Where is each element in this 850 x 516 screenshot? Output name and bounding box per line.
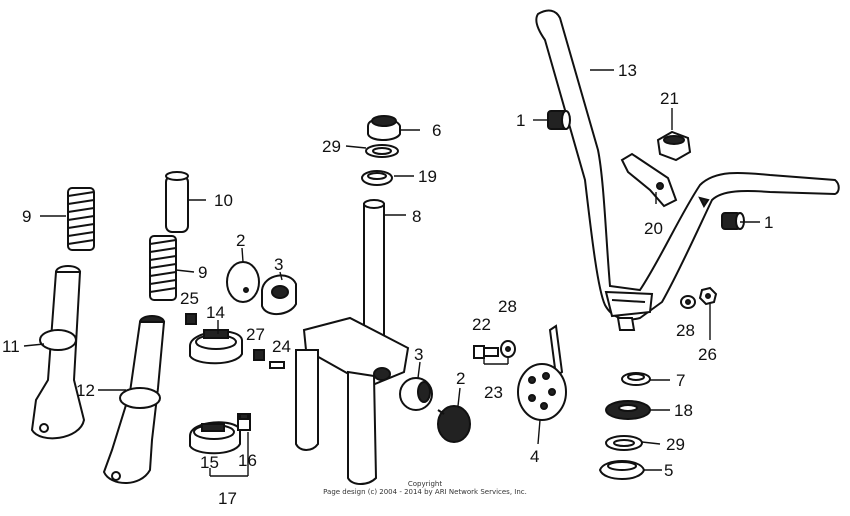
nut-16: [237, 413, 251, 431]
callout-5: 5: [664, 461, 673, 480]
callout-25: 25: [180, 289, 199, 308]
clamp-upper: [189, 329, 243, 365]
reflector-bracket-lower: [399, 377, 433, 411]
grip-left: [547, 110, 571, 130]
callout-3-upper: 3: [274, 255, 283, 274]
bolt-27: [253, 349, 265, 361]
callout-28-center: 28: [498, 297, 517, 316]
callout-17: 17: [218, 489, 237, 508]
callout-27: 27: [246, 325, 265, 344]
bracket: [620, 152, 678, 208]
callout-9-right: 9: [198, 263, 207, 282]
reflector-upper: [226, 261, 260, 303]
washer-right: [680, 295, 696, 309]
lower-cone-race: [621, 372, 651, 386]
callout-22: 22: [472, 315, 491, 334]
callout-29-bottom: 29: [666, 435, 685, 454]
callout-1-left-grip: 1: [516, 111, 525, 130]
callout-18: 18: [674, 401, 693, 420]
reflector-bracket-upper: [261, 274, 297, 315]
steering-stem: [295, 199, 410, 485]
callout-11: 11: [2, 337, 20, 356]
top-cone-race: [367, 115, 401, 141]
copyright-line-1: Copyright: [408, 480, 442, 488]
copyright-line-2: Page design (c) 2004 - 2014 by ARI Netwo…: [323, 488, 527, 496]
callout-26: 26: [698, 345, 717, 364]
callout-2-lower: 2: [456, 369, 465, 388]
callout-8: 8: [412, 207, 421, 226]
bolt-22: [473, 345, 499, 359]
nut-right: [698, 286, 718, 306]
upper-ball-race: [365, 144, 399, 158]
callout-24: 24: [272, 337, 291, 356]
washer-28: [500, 340, 516, 358]
callout-2-upper: 2: [236, 231, 245, 250]
clamp-lower: [189, 421, 241, 455]
fork-leg-right: [102, 315, 166, 484]
callout-29-top: 29: [322, 137, 341, 156]
leader-lines: [23, 69, 760, 477]
grip-right: [721, 212, 745, 230]
callout-1-right-grip: 1: [764, 213, 773, 232]
callout-23: 23: [484, 383, 503, 402]
handlebar-nut: [656, 130, 692, 162]
bolt-25: [185, 313, 197, 325]
callout-14: 14: [206, 303, 225, 322]
callout-7: 7: [676, 371, 685, 390]
dust-seal-lower: [605, 400, 651, 420]
headlight-bracket: [517, 324, 567, 421]
lower-ball-race: [605, 435, 643, 451]
callout-20: 20: [644, 219, 663, 238]
fork-spring-right: [149, 235, 177, 301]
fork-spring-left: [67, 187, 95, 251]
callout-6: 6: [432, 121, 441, 140]
callout-3-lower: 3: [414, 345, 423, 364]
screw-24: [269, 361, 285, 369]
dust-seal: [361, 170, 393, 186]
callout-21: 21: [660, 89, 679, 108]
callout-9-left: 9: [22, 207, 31, 226]
callout-13: 13: [618, 61, 637, 80]
callout-19: 19: [418, 167, 437, 186]
callout-28-right: 28: [676, 321, 695, 340]
fork-leg-left: [30, 265, 86, 440]
callout-4: 4: [530, 447, 539, 466]
callouts: 1 1 2 2 3 3 4 5 6 7 8 9 9 10 11 12 13 14…: [2, 61, 773, 508]
callout-16: 16: [238, 451, 257, 470]
reflector-lower: [437, 405, 471, 443]
handlebar: [535, 9, 840, 331]
callout-12: 12: [76, 381, 95, 400]
bottom-cone-race: [598, 460, 646, 480]
callout-15: 15: [200, 453, 219, 472]
fork-tube: [165, 171, 189, 233]
callout-10: 10: [214, 191, 233, 210]
